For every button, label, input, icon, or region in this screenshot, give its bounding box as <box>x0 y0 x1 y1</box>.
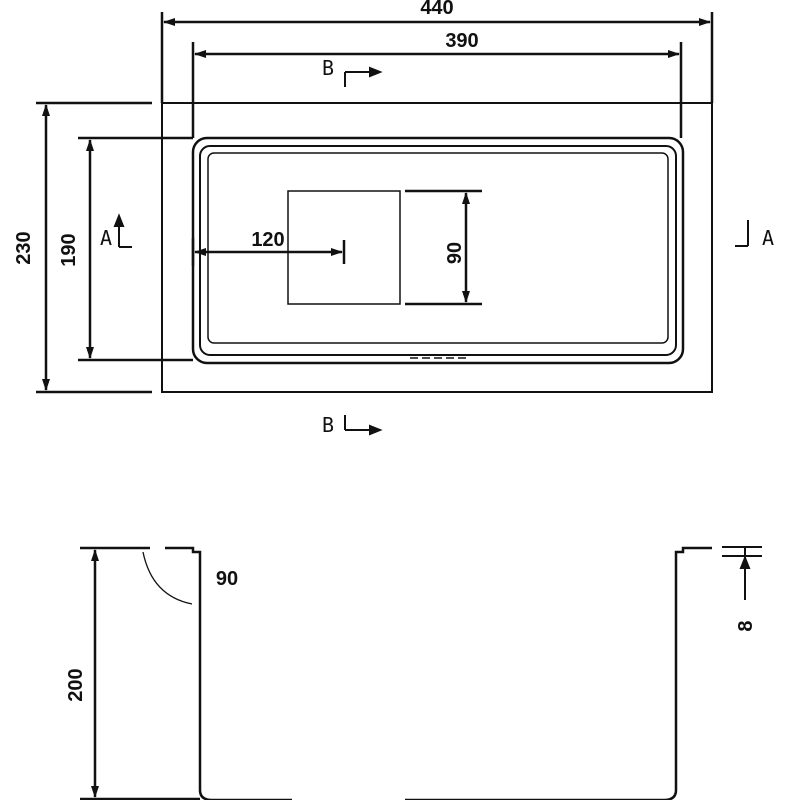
dimension-390 <box>191 42 683 138</box>
dimension-120-label: 120 <box>251 229 284 251</box>
dimension-200-label: 200 <box>65 668 87 701</box>
dimension-190-label: 190 <box>58 233 80 266</box>
dimension-90-drain <box>405 189 482 306</box>
dimension-190 <box>78 136 193 362</box>
section-label-a-left: A <box>100 226 112 250</box>
section-label-b-bottom: B <box>322 413 334 437</box>
right-wall-profile <box>405 546 712 800</box>
dimension-390-label: 390 <box>445 30 478 52</box>
plan-view <box>161 102 713 393</box>
section-marker-b-bottom <box>344 415 383 436</box>
dimension-440 <box>160 12 714 103</box>
section-marker-a-left <box>113 213 132 248</box>
section-marker-a-right <box>735 220 749 247</box>
dimension-200 <box>80 546 200 800</box>
angle-arc <box>142 551 193 605</box>
outer-outline <box>161 102 713 393</box>
section-label-a-right: A <box>762 226 774 250</box>
dimension-230 <box>36 101 152 394</box>
dimension-8 <box>722 546 762 600</box>
dimension-90-drain-label: 90 <box>444 242 466 264</box>
drain-square <box>287 190 401 305</box>
section-marker-b-top <box>344 66 383 87</box>
dimension-120 <box>191 238 346 266</box>
dimension-440-label: 440 <box>420 0 453 19</box>
wall-angle-label: 90 <box>216 568 238 590</box>
section-view <box>165 546 712 800</box>
section-label-b-top: B <box>322 56 334 80</box>
dimension-230-label: 230 <box>13 231 35 264</box>
rim-thickness-label: 8 <box>735 620 757 631</box>
